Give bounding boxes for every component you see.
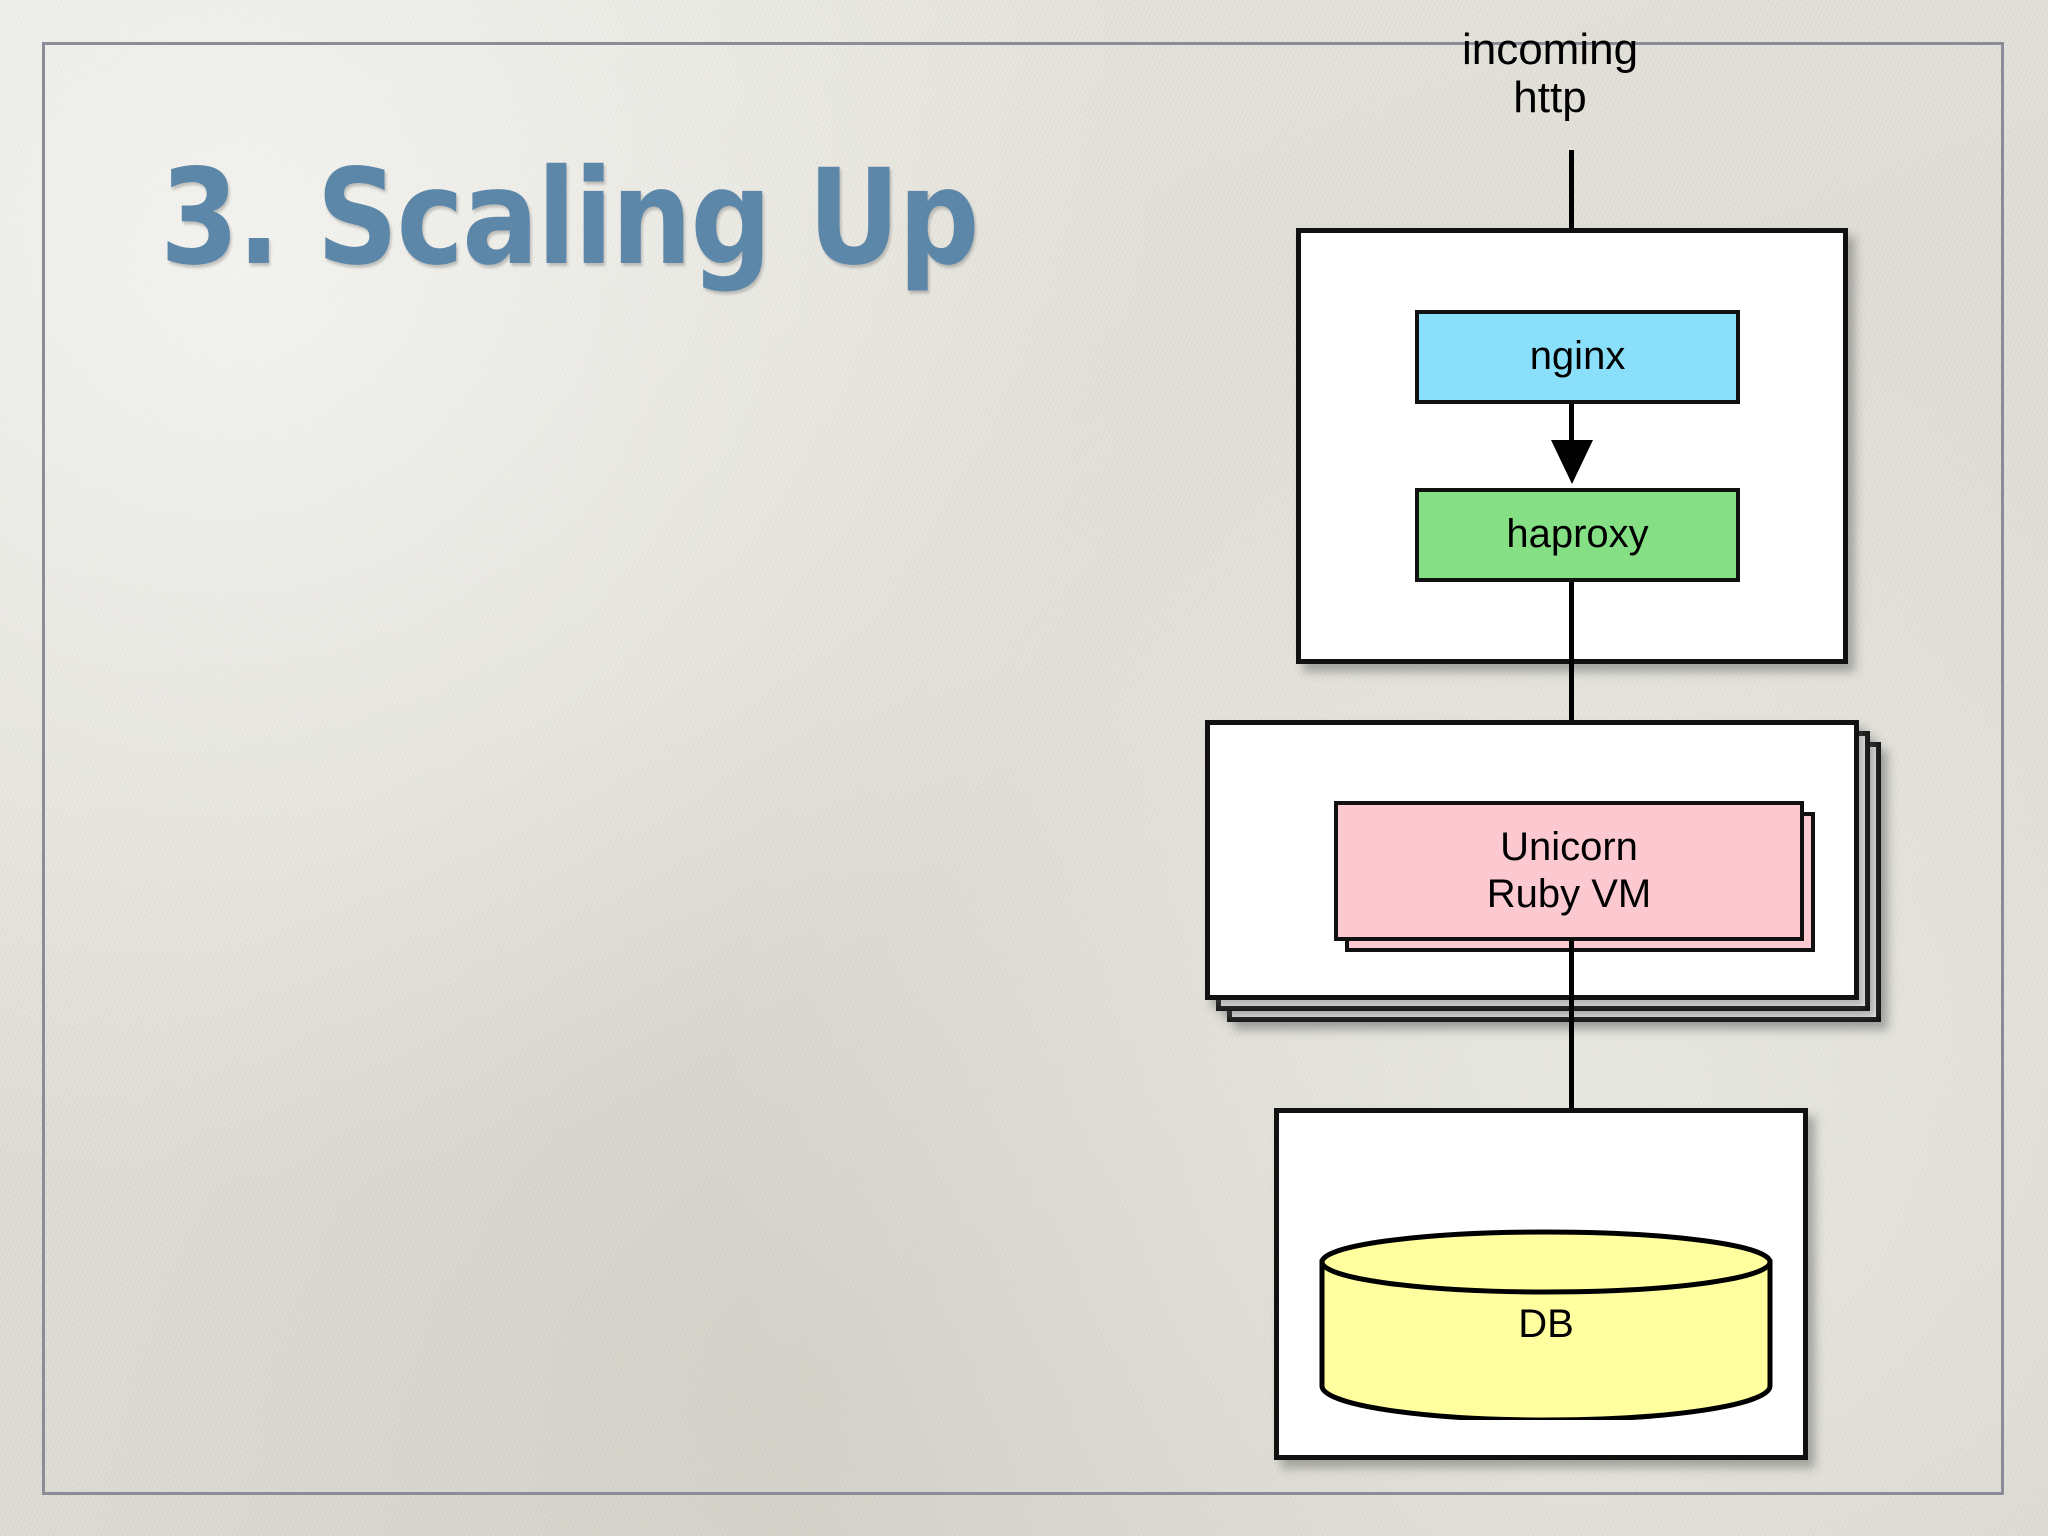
node-unicorn: Unicorn Ruby VM [1334, 801, 1804, 941]
edge-unicorn-to-db-line [1569, 941, 1574, 1196]
edge-nginx-to-haproxy-line [1569, 404, 1574, 470]
page-title: 3. Scaling Up [160, 141, 980, 295]
db-cylinder-shape [1319, 1229, 1773, 1423]
node-db-label: DB [1518, 1301, 1574, 1346]
edge-nginx-to-haproxy-arrowhead [1551, 440, 1593, 484]
edge-haproxy-to-unicorn-line [1569, 582, 1574, 792]
node-nginx: nginx [1415, 310, 1740, 404]
node-db: DB [1318, 1228, 1774, 1423]
incoming-http-label: incoming http [1461, 25, 1639, 122]
edge-incoming-to-nginx-line [1569, 150, 1574, 290]
node-haproxy: haproxy [1415, 488, 1740, 582]
